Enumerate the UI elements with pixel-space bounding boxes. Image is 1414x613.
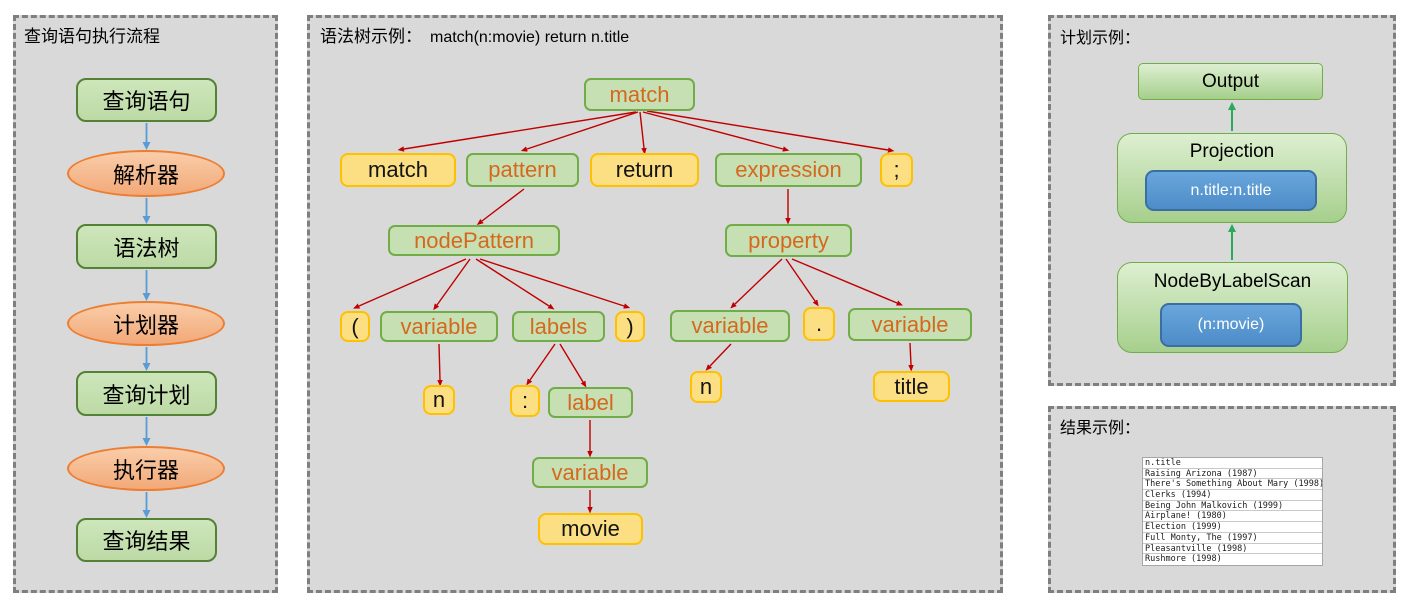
- plan-projection-label: Projection: [1189, 141, 1275, 162]
- flow-step-query-result: 查询结果: [76, 518, 217, 562]
- result-row: Clerks (1994): [1143, 490, 1322, 501]
- result-table: n.title Raising Arizona (1987) There's S…: [1142, 457, 1323, 566]
- result-row: Being John Malkovich (1999): [1143, 501, 1322, 512]
- flow-step-query-statement: 查询语句: [76, 78, 217, 122]
- tree-node-kw-return: return: [590, 153, 699, 187]
- tree-node-n-2: n: [690, 371, 722, 403]
- flow-step-query-plan: 查询计划: [76, 371, 217, 416]
- tree-node-label: label: [548, 387, 633, 418]
- tree-node-lparen: (: [340, 311, 370, 342]
- syntax-title-query: match(n:movie) return n.title: [430, 29, 630, 46]
- tree-node-semicolon: ;: [880, 153, 913, 187]
- plan-scan-label: NodeByLabelScan: [1153, 271, 1312, 292]
- result-header-row: n.title: [1143, 458, 1322, 469]
- tree-node-movie: movie: [538, 513, 643, 545]
- tree-node-dot: .: [803, 307, 835, 341]
- tree-node-rparen: ): [615, 311, 645, 342]
- flow-step-executor: 执行器: [67, 446, 225, 491]
- plan-output-box: [1138, 63, 1323, 100]
- result-row: Full Monty, The (1997): [1143, 533, 1322, 544]
- syntax-panel-title: 语法树示例： match(n:movie) return n.title: [320, 22, 629, 47]
- flow-step-planner: 计划器: [67, 301, 225, 346]
- tree-node-root-match: match: [584, 78, 695, 111]
- tree-node-variable-3: variable: [848, 308, 972, 341]
- result-row: Airplane! (1980): [1143, 511, 1322, 523]
- plan-panel-title: 计划示例：: [1060, 28, 1141, 47]
- flow-panel-title: 查询语句执行流程: [24, 27, 160, 47]
- tree-node-kw-match: match: [340, 153, 456, 187]
- result-row: There's Something About Mary (1998): [1143, 479, 1322, 491]
- tree-node-property: property: [725, 224, 852, 257]
- plan-scan-expr: (n:movie): [1160, 303, 1302, 347]
- flow-step-parser: 解析器: [67, 150, 225, 197]
- tree-node-pattern: pattern: [466, 153, 579, 187]
- tree-node-n-1: n: [423, 385, 455, 415]
- result-row: Raising Arizona (1987): [1143, 469, 1322, 480]
- plan-output-label: Output: [1201, 71, 1260, 92]
- result-panel-title: 结果示例：: [1060, 418, 1141, 437]
- tree-node-labels: labels: [512, 311, 605, 342]
- syntax-title-label: 语法树示例：: [320, 27, 422, 47]
- result-row: Rushmore (1998): [1145, 554, 1222, 565]
- flow-step-syntax-tree: 语法树: [76, 224, 217, 269]
- tree-node-nodepattern: nodePattern: [388, 225, 560, 256]
- tree-node-variable-4: variable: [532, 457, 648, 488]
- result-row: Election (1999): [1143, 522, 1322, 533]
- result-row: Pleasantville (1998): [1143, 544, 1322, 555]
- tree-node-title: title: [873, 371, 950, 402]
- plan-projection-expr: n.title:n.title: [1145, 170, 1317, 211]
- tree-node-variable-2: variable: [670, 310, 790, 342]
- tree-node-variable-1: variable: [380, 311, 498, 342]
- tree-node-colon: :: [510, 385, 540, 417]
- tree-node-expression: expression: [715, 153, 862, 187]
